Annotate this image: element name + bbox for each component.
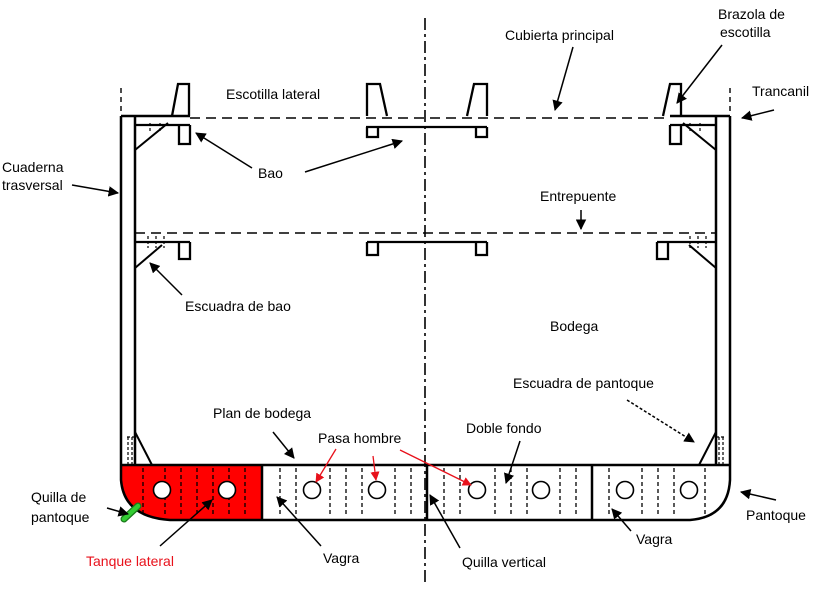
label-bao: Bao: [258, 165, 283, 181]
beam-brackets: [134, 122, 717, 269]
label-plan-bodega: Plan de bodega: [213, 405, 311, 421]
label-cubierta-principal: Cubierta principal: [505, 27, 614, 43]
label-tanque-lateral: Tanque lateral: [86, 553, 174, 569]
label-escuadra-bao: Escuadra de bao: [185, 298, 291, 314]
manholes: [152, 480, 699, 500]
label-cuaderna-1: Cuaderna: [2, 159, 64, 175]
label-brazola-2: escotilla: [720, 24, 771, 40]
bilge-brackets: [134, 431, 717, 466]
label-vagra-right: Vagra: [636, 531, 673, 547]
label-bodega: Bodega: [550, 318, 598, 334]
label-quilla-pantoque-1: Quilla de: [31, 489, 86, 505]
label-pasa-hombre: Pasa hombre: [318, 430, 401, 446]
manhole-arrows: [315, 448, 472, 486]
label-entrepuente: Entrepuente: [540, 188, 616, 204]
leader-arrows: [71, 44, 777, 549]
hull-frame: [119, 114, 732, 465]
label-quilla-pantoque-2: pantoque: [31, 509, 90, 525]
db-stiffeners: [142, 468, 706, 517]
label-doble-fondo: Doble fondo: [466, 420, 542, 436]
label-trancanil: Trancanil: [752, 83, 809, 99]
label-escotilla-lateral: Escotilla lateral: [226, 86, 320, 102]
double-bottom: [119, 463, 732, 522]
label-quilla-vertical: Quilla vertical: [462, 554, 546, 570]
side-tank-fill: [121, 465, 262, 520]
label-escuadra-pantoque: Escuadra de pantoque: [513, 375, 654, 391]
label-brazola-1: Brazola de: [718, 6, 785, 22]
label-vagra-left: Vagra: [323, 550, 360, 566]
main-deck-beams: [135, 82, 716, 146]
label-pantoque: Pantoque: [746, 507, 806, 523]
label-cuaderna-2: trasversal: [2, 177, 63, 193]
